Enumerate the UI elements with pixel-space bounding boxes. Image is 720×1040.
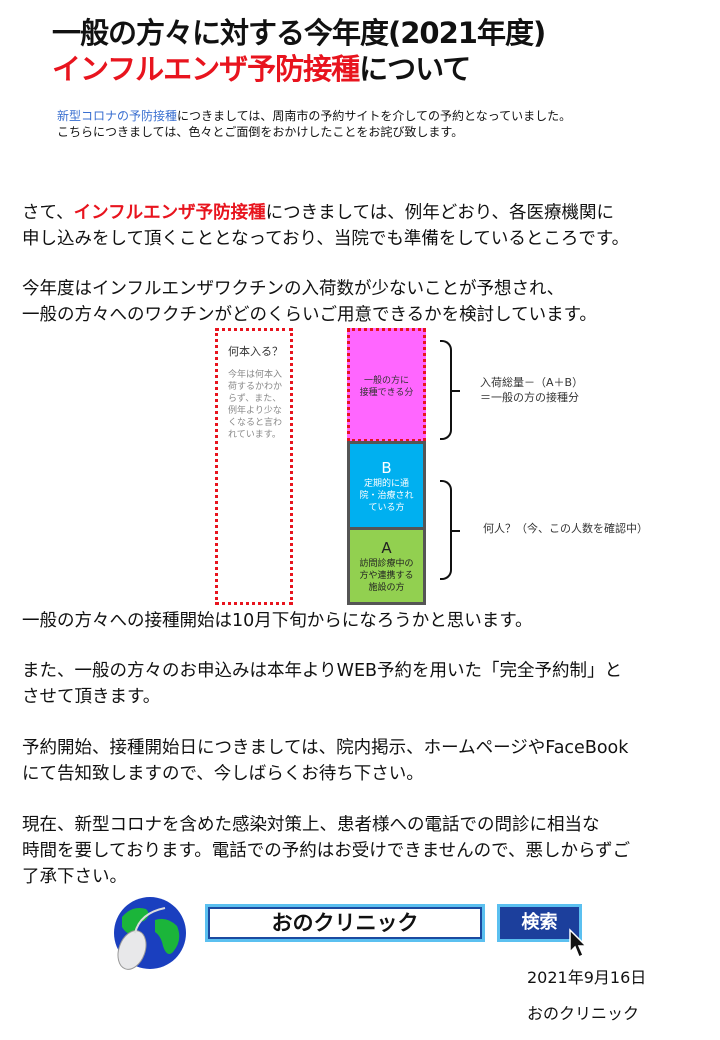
paragraph-1: さて、インフルエンザ予防接種につきましては、例年どおり、各医療機関に申し込みをし…: [22, 200, 629, 252]
paragraph-6: 現在、新型コロナを含めた感染対策上、患者様への電話での問診に相当な時間を要してお…: [22, 812, 630, 890]
letter: A: [381, 539, 392, 557]
unknown-supply-box: 何本入る？ 今年は何本入荷するかわからず、また、例年より少なくなると言われていま…: [215, 328, 293, 605]
page-title-line2: インフルエンザ予防接種について: [52, 46, 471, 88]
text: させて頂きます。: [22, 687, 161, 707]
line: ＝一般の方の接種分: [480, 391, 579, 404]
text: にて告知致しますので、今しばらくお待ち下さい。: [22, 764, 424, 784]
general-public-segment: 一般の方に接種できる分: [347, 328, 426, 442]
text: さて、: [22, 203, 74, 223]
left-title: 何本入る？: [228, 345, 283, 358]
line: 接種できる分: [359, 388, 414, 398]
page-title-line1: 一般の方々に対する今年度(2021年度): [52, 16, 546, 50]
line: 荷するかわか: [228, 382, 283, 392]
text: 申し込みをして頂くこととなっており、当院でも準備をしているところです。: [22, 229, 630, 249]
line: 定期的に通: [363, 479, 409, 489]
line: ている方: [368, 503, 405, 513]
brace-bottom: [440, 480, 460, 580]
text: 予約開始、接種開始日につきましては、院内掲示、ホームページやFaceBook: [22, 738, 629, 758]
text: 一般の方々へのワクチンがどのくらいご用意できるかを検討しています。: [22, 305, 597, 325]
line: 訪問診療中の: [359, 559, 414, 569]
highlight: インフルエンザ予防接種: [73, 203, 266, 223]
segment-a: A 訪問診療中の方や連携する施設の方: [347, 527, 426, 605]
note-text: につきましては、周南市の予約サイトを介しての予約となっていました。: [177, 109, 572, 123]
line: 一般の方に: [363, 376, 409, 386]
segment-b: B 定期的に通院・治療されている方: [347, 441, 426, 529]
text: 今年度はインフルエンザワクチンの入荷数が少ないことが予想され、: [22, 279, 565, 299]
text: また、一般の方々のお申込みは本年よりWEB予約を用いた「完全予約制」と: [22, 661, 623, 681]
text: につきましては、例年どおり、各医療機関に: [265, 203, 615, 223]
line: らず、また、: [228, 394, 282, 404]
text: 了承下さい。: [22, 867, 127, 887]
paragraph-5: 予約開始、接種開始日につきましては、院内掲示、ホームページやFaceBook にて…: [22, 735, 628, 787]
count-text: 何人？（今、この人数を確認中）: [483, 522, 648, 535]
line: れています。: [228, 430, 281, 440]
text: 時間を要しております。電話での予約はお受けできませんので、悪しからずご: [22, 841, 631, 861]
line: 例年より少な: [228, 406, 282, 416]
line: 施設の方: [368, 583, 405, 593]
globe-mouse-icon: [114, 897, 186, 970]
text: 現在、新型コロナを含めた感染対策上、患者様への電話での問診に相当な: [22, 815, 600, 835]
search-input[interactable]: おのクリニック: [205, 904, 485, 942]
covid-vaccine-link[interactable]: 新型コロナの予防接種: [57, 109, 178, 123]
note-line2: こちらにつきましては、色々とご面倒をおかけしたことをお詫び致します。: [57, 125, 464, 139]
date: 2021年9月16日: [527, 968, 647, 987]
line: 院・治療され: [359, 491, 414, 501]
brace-top: [440, 340, 460, 440]
note-line1: 新型コロナの予防接種につきましては、周南市の予約サイトを介しての予約となっていま…: [57, 108, 571, 124]
letter: B: [381, 459, 392, 477]
paragraph-2: 今年度はインフルエンザワクチンの入荷数が少ないことが予想され、一般の方々へのワク…: [22, 276, 597, 328]
paragraph-3: 一般の方々への接種開始は10月下旬からになろうかと思います。: [22, 611, 533, 631]
formula-text: 入荷総量－（A＋B） ＝一般の方の接種分: [480, 375, 583, 405]
title-highlight: インフルエンザ予防接種: [52, 52, 360, 86]
cursor-icon: [569, 928, 588, 959]
paragraph-4: また、一般の方々のお申込みは本年よりWEB予約を用いた「完全予約制」とさせて頂き…: [22, 658, 622, 710]
search-button[interactable]: 検索: [497, 904, 582, 942]
line: くなると言わ: [228, 418, 283, 428]
left-text: 今年は何本入荷するかわからず、また、例年より少なくなると言われています。: [228, 369, 290, 441]
title-rest: について: [359, 52, 471, 86]
line: 方や連携する: [359, 571, 414, 581]
line: 今年は何本入: [228, 370, 283, 380]
line: 入荷総量－（A＋B）: [480, 376, 584, 389]
clinic-name: おのクリニック: [527, 1004, 640, 1023]
